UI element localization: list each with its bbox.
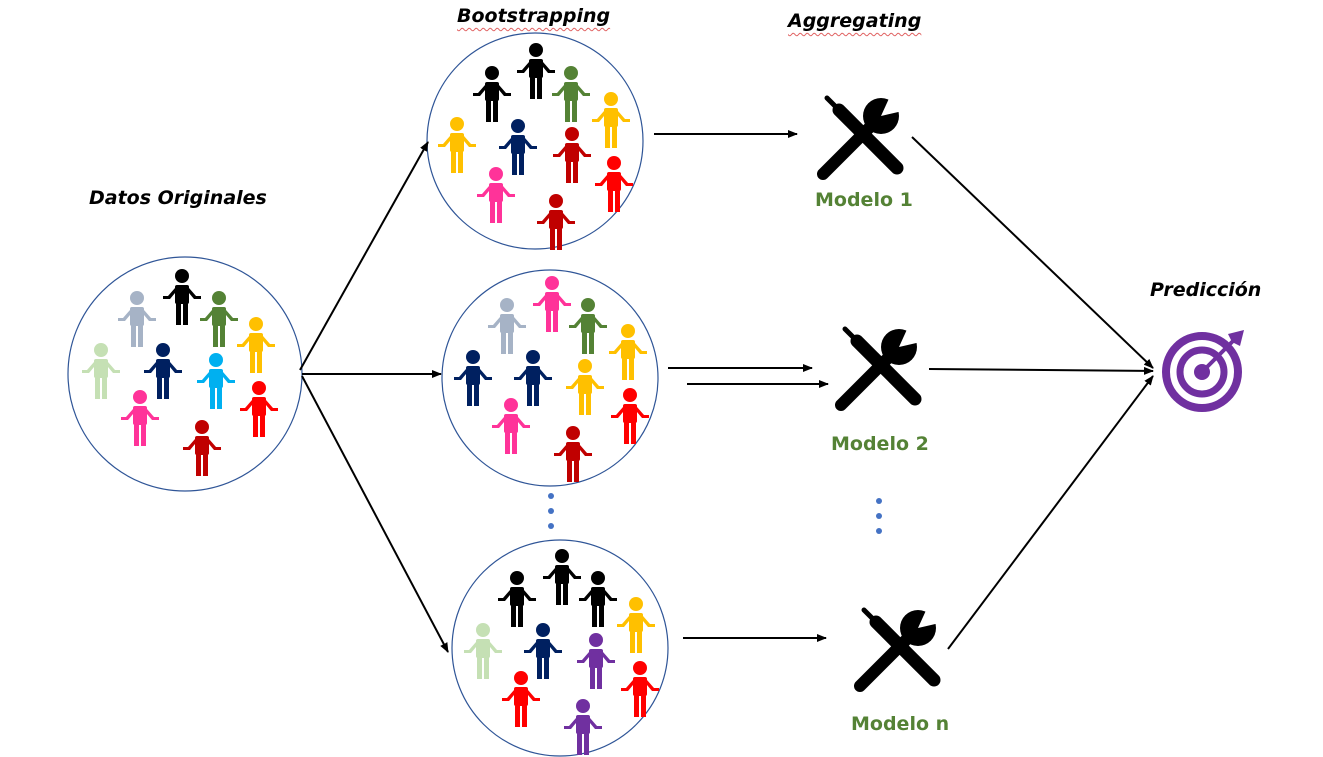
person-icon [183,420,221,476]
model-n-tools-icon [860,606,944,686]
person-icon [514,350,552,406]
person-icon [473,66,511,122]
person-icon [499,119,537,175]
bootstrap-sample-2-circle [441,269,659,487]
person-icon [121,390,159,446]
target-icon [1162,330,1244,412]
arrow-original-to-sample-1 [299,141,429,371]
model-1-label: Modelo 1 [815,189,913,211]
prediction-heading: Predicción [1150,279,1262,301]
person-icon [524,623,562,679]
model-2-tools-icon [841,325,925,405]
person-icon [200,291,238,347]
person-icon [621,661,659,717]
models-ellipsis [876,498,882,534]
person-icon [237,317,275,373]
person-icon [82,343,120,399]
person-icon [488,298,526,354]
person-icon [569,298,607,354]
person-icon [554,426,592,482]
person-icon [611,388,649,444]
person-icon [553,127,591,183]
person-icon [543,549,581,605]
person-icon [609,324,647,380]
person-icon [454,350,492,406]
aggregating-heading: Aggregating [788,10,922,32]
person-icon [477,167,515,223]
arrow-model-2-to-prediction [928,366,1154,375]
people-layer [82,43,659,755]
arrow-model-n-to-prediction [947,375,1154,650]
person-icon [464,623,502,679]
bootstrap-sample-1-circle [426,32,644,250]
person-icon [492,398,530,454]
person-icon [144,343,182,399]
model-n-label: Modelo n [851,713,950,735]
samples-ellipsis [548,493,554,529]
bootstrap-sample-n-circle [451,539,669,757]
person-icon [564,699,602,755]
person-icon [617,597,655,653]
person-icon [118,291,156,347]
bootstrapping-heading: Bootstrapping [457,5,611,27]
person-icon [163,269,201,325]
arrow-original-to-sample-n [301,375,449,653]
person-icon [502,671,540,727]
person-icon [240,381,278,437]
person-icon [595,156,633,212]
person-icon [552,66,590,122]
person-icon [577,633,615,689]
person-icon [498,571,536,627]
original-data-heading: Datos Originales [89,187,267,209]
arrow-model-1-to-prediction [911,136,1154,369]
person-icon [537,194,575,250]
person-icon [517,43,555,99]
person-icon [592,92,630,148]
person-icon [566,359,604,415]
model-1-tools-icon [823,94,907,174]
person-icon [579,571,617,627]
model-2-label: Modelo 2 [831,433,929,455]
person-icon [533,276,571,332]
person-icon [438,117,476,173]
person-icon [197,353,235,409]
